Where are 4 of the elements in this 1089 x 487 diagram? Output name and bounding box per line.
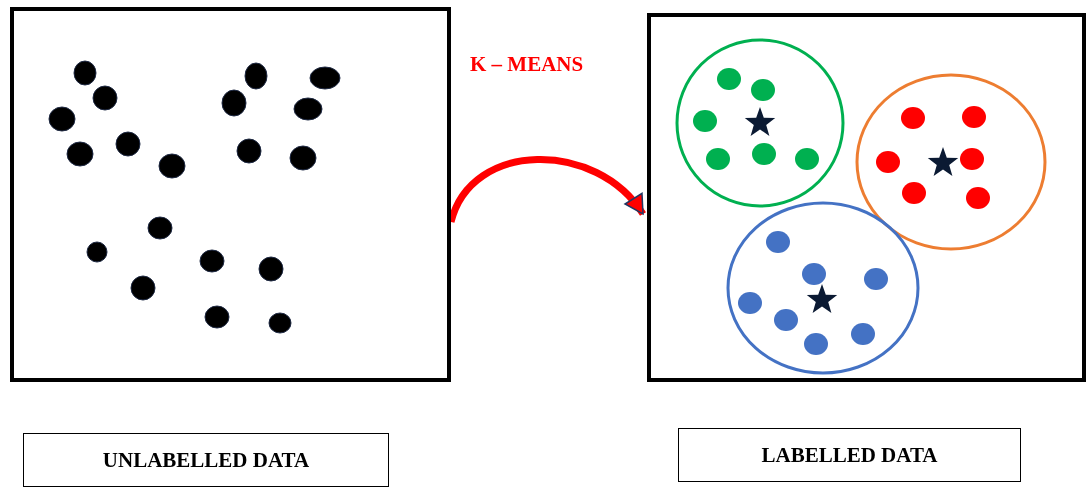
panel-frame bbox=[10, 7, 451, 382]
panel-frame bbox=[647, 13, 1086, 382]
caption-box: LABELLED DATA bbox=[678, 428, 1021, 482]
caption-box: UNLABELLED DATA bbox=[23, 433, 389, 487]
